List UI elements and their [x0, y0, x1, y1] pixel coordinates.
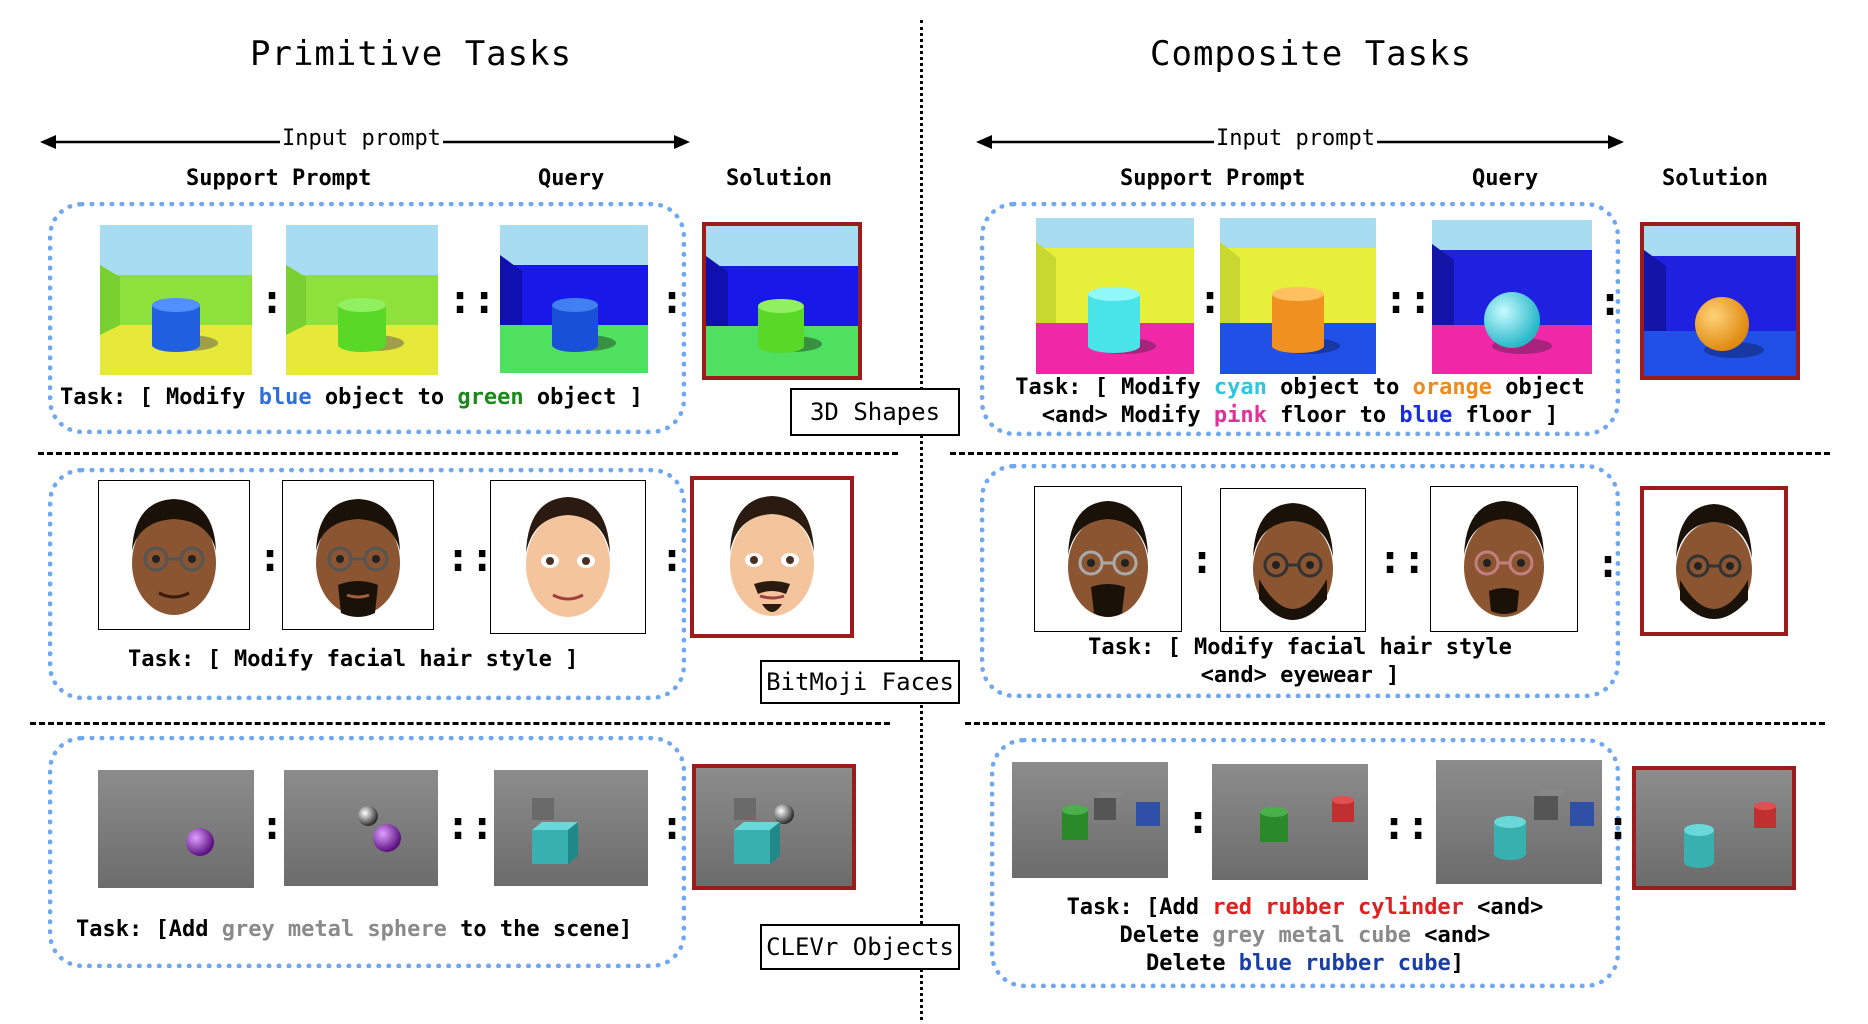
pair-separator: :: [660, 277, 685, 323]
row-divider: [950, 452, 1830, 455]
dataset-label-clevr: CLEVr Objects: [760, 924, 960, 970]
shapes-solution-image: [702, 222, 862, 380]
query-header-left: Query: [538, 166, 605, 191]
solution-header-left: Solution: [726, 166, 832, 191]
clevr-support-image-2: [284, 770, 438, 886]
shapes-primitive-box: [48, 202, 686, 434]
shapes-composite-query-image: [1432, 220, 1592, 374]
clevr-query-image: [494, 770, 648, 886]
shapes-primitive-task: Task: [ Modify blue object to green obje…: [60, 385, 643, 410]
pair-separator: :: [1598, 279, 1623, 325]
analogy-separator: ::: [1378, 537, 1427, 583]
bitmoji-solution-image: [690, 476, 854, 638]
support-prompt-header-right: Support Prompt: [1120, 166, 1306, 191]
clevr-composite-support-image-1: [1012, 762, 1168, 878]
solution-header-right: Solution: [1662, 166, 1768, 191]
bitmoji-composite-task: Task: [ Modify facial hair style <and> e…: [1088, 635, 1512, 688]
clevr-composite-box: [990, 738, 1620, 988]
clevr-support-image-1: [98, 770, 254, 888]
bitmoji-support-image-2: [282, 480, 434, 630]
clevr-composite-support-image-2: [1212, 764, 1368, 880]
composite-tasks-title: Composite Tasks: [1150, 34, 1473, 74]
bitmoji-primitive-box: [48, 468, 686, 700]
shapes-query-image: [500, 225, 648, 373]
pair-separator: :: [260, 803, 285, 849]
shapes-composite-task: Task: [ Modify cyan object to orange obj…: [1015, 375, 1585, 428]
analogy-separator: ::: [1384, 277, 1433, 323]
pair-separator: :: [660, 535, 685, 581]
bitmoji-composite-box: [980, 464, 1620, 698]
row-divider: [965, 722, 1825, 725]
bitmoji-composite-query-image: [1430, 486, 1578, 632]
row-divider: [30, 722, 890, 725]
support-prompt-header-left: Support Prompt: [186, 166, 372, 191]
bitmoji-query-image: [490, 480, 646, 634]
shapes-support-image-1: [100, 225, 252, 375]
pair-separator: :: [260, 277, 285, 323]
analogy-separator: ::: [446, 535, 495, 581]
pair-separator: :: [1186, 797, 1211, 843]
dataset-label-bitmoji: BitMoji Faces: [760, 660, 960, 704]
analogy-separator: ::: [446, 803, 495, 849]
pair-separator: :: [660, 803, 685, 849]
clevr-primitive-task: Task: [Add grey metal sphere to the scen…: [76, 917, 633, 942]
center-divider: [920, 20, 923, 1020]
clevr-composite-solution-image: [1632, 766, 1796, 890]
dataset-label-3d-shapes: 3D Shapes: [790, 388, 960, 436]
shapes-support-image-2: [286, 225, 438, 375]
pair-separator: :: [258, 535, 283, 581]
primitive-tasks-title: Primitive Tasks: [250, 34, 573, 74]
pair-separator: :: [1190, 537, 1215, 583]
clevr-primitive-box: [48, 736, 686, 968]
bitmoji-support-image-1: [98, 480, 250, 630]
shapes-composite-support-image-2: [1220, 218, 1376, 374]
analogy-separator: ::: [448, 277, 497, 323]
input-prompt-label-left: Input prompt: [280, 126, 443, 151]
bitmoji-primitive-task: Task: [ Modify facial hair style ]: [128, 647, 579, 672]
row-divider: [38, 452, 898, 455]
clevr-solution-image: [692, 764, 856, 890]
pair-separator: :: [1198, 277, 1223, 323]
input-prompt-label-right: Input prompt: [1214, 126, 1377, 151]
analogy-separator: ::: [1382, 803, 1431, 849]
pair-separator: :: [1596, 541, 1621, 587]
bitmoji-composite-support-image-1: [1034, 486, 1182, 632]
query-header-right: Query: [1472, 166, 1539, 191]
clevr-composite-query-image: [1436, 760, 1602, 884]
shapes-composite-box: [980, 202, 1620, 436]
bitmoji-composite-support-image-2: [1220, 488, 1366, 632]
clevr-composite-task: Task: [Add red rubber cylinder <and> Del…: [1066, 895, 1544, 976]
bitmoji-composite-solution-image: [1640, 486, 1788, 636]
shapes-composite-solution-image: [1640, 222, 1800, 380]
shapes-composite-support-image-1: [1036, 218, 1194, 374]
pair-separator: :: [1606, 803, 1631, 849]
